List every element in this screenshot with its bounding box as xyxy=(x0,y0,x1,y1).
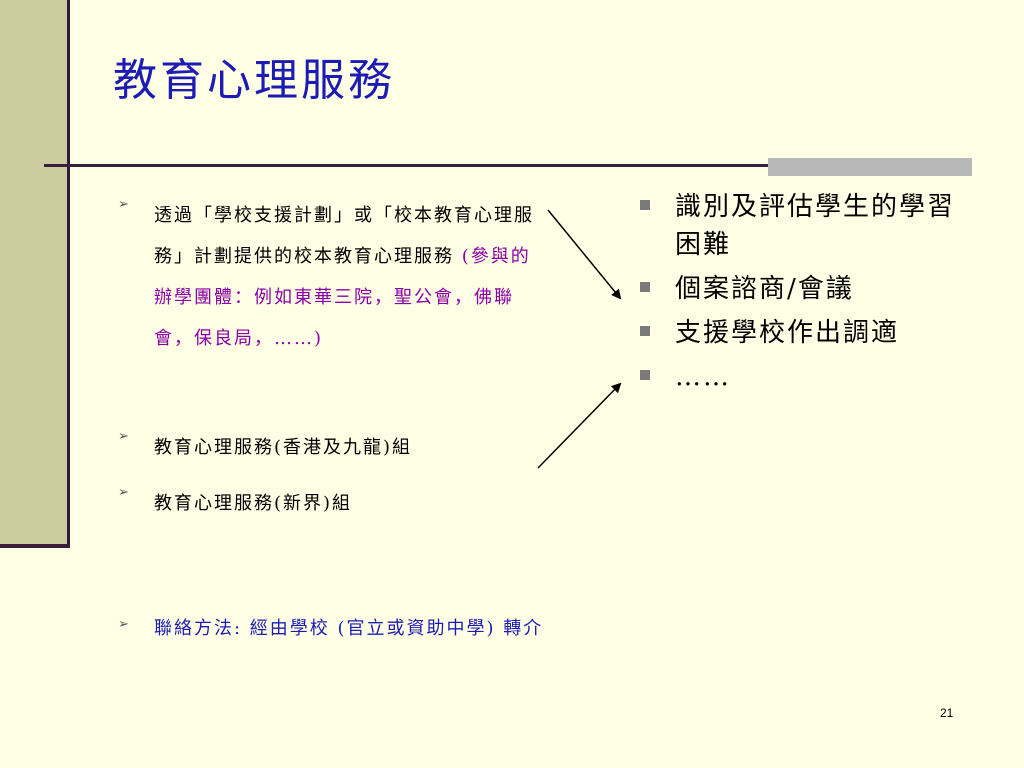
arrow-bullet-icon: ➢ xyxy=(118,617,129,632)
list-item-text: 個案諮商/會議 xyxy=(675,274,854,304)
square-bullet-icon xyxy=(640,282,650,292)
page-number: 21 xyxy=(940,706,954,720)
square-bullet-icon xyxy=(640,370,650,380)
title-underline xyxy=(44,164,972,167)
contact-method-text: 聯絡方法: 經由學校 (官立或資助中學) 轉介 xyxy=(154,618,544,639)
arrow-bullet-icon: ➢ xyxy=(118,429,129,444)
decorative-band-base xyxy=(0,544,70,548)
right-list-item: 支援學校作出調適 xyxy=(640,314,980,352)
arrow-up-right-icon xyxy=(537,382,622,469)
list-item-text: …… xyxy=(675,362,731,392)
left-list-item: ➢ 教育心理服務(新界)組 xyxy=(118,483,548,524)
title-underline-accent xyxy=(768,158,972,176)
list-item-text-block: 透過「學校支援計劃」或「校本教育心理服務」計劃提供的校本教育心理服務 (參與的辦… xyxy=(154,195,548,359)
list-item-text: 教育心理服務(新界)組 xyxy=(154,493,353,514)
right-bullet-list: 識別及評估學生的學習困難 個案諮商/會議 支援學校作出調適 …… xyxy=(640,188,980,402)
decorative-left-band xyxy=(0,0,70,548)
right-list-item: …… xyxy=(640,358,980,396)
right-list-item: 識別及評估學生的學習困難 xyxy=(640,188,980,264)
list-item-text: 教育心理服務(香港及九龍)組 xyxy=(154,437,413,458)
arrow-down-right-icon xyxy=(547,209,622,300)
arrow-bullet-icon: ➢ xyxy=(118,197,129,212)
left-list-item: ➢ 透過「學校支援計劃」或「校本教育心理服務」計劃提供的校本教育心理服務 (參與… xyxy=(118,195,548,359)
right-list-item: 個案諮商/會議 xyxy=(640,270,980,308)
left-list-item: ➢ 聯絡方法: 經由學校 (官立或資助中學) 轉介 xyxy=(118,615,548,643)
left-list-item: ➢ 教育心理服務(香港及九龍)組 xyxy=(118,427,548,468)
list-item-text: 識別及評估學生的學習困難 xyxy=(675,192,956,260)
list-item-text: 支援學校作出調適 xyxy=(675,318,900,348)
participating-bodies-note: (參與的辦學團體：例如東華三院，聖公會，佛聯會，保良局，……) xyxy=(154,246,531,349)
arrow-bullet-icon: ➢ xyxy=(118,485,129,500)
square-bullet-icon xyxy=(640,200,650,210)
school-based-service-text: 透過「學校支援計劃」或「校本教育心理服務」計劃提供的校本教育心理服務 xyxy=(154,205,534,267)
slide-title: 教育心理服務 xyxy=(113,55,395,106)
square-bullet-icon xyxy=(640,326,650,336)
